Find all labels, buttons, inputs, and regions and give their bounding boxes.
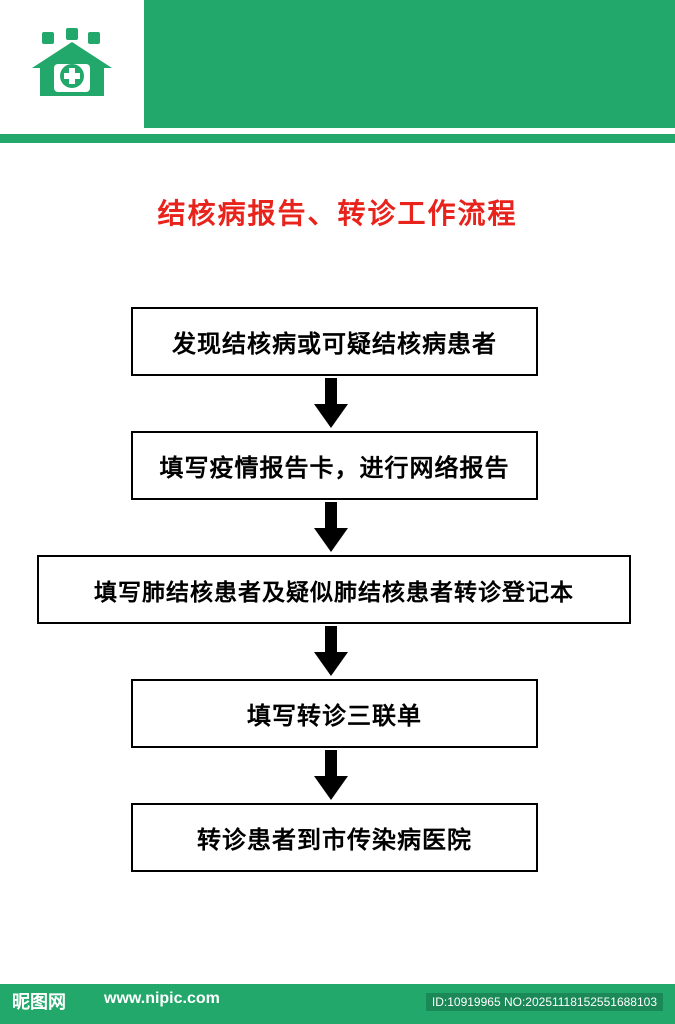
- step-box-3: 填写肺结核患者及疑似肺结核患者转诊登记本: [37, 555, 631, 624]
- step-box-2: 填写疫情报告卡，进行网络报告: [131, 431, 538, 500]
- header-green-stripe: [0, 134, 675, 143]
- page-title: 结核病报告、转诊工作流程: [157, 197, 518, 230]
- header-green-band: [144, 0, 675, 128]
- step-box-5: 转诊患者到市传染病医院: [131, 803, 538, 872]
- footer-watermark-bar: 昵图网 www.nipic.com ID:10919965 NO:2025111…: [0, 984, 675, 1024]
- down-arrow-icon: [314, 502, 348, 552]
- footer-image-id: ID:10919965 NO:20251118152551688103: [425, 993, 663, 1011]
- step-box-4: 填写转诊三联单: [131, 679, 538, 748]
- house-medical-cross-icon: [32, 28, 112, 96]
- down-arrow-icon: [314, 626, 348, 676]
- footer-brand: 昵图网: [12, 992, 66, 1012]
- footer-site-link[interactable]: www.nipic.com: [104, 990, 220, 1007]
- step-box-1: 发现结核病或可疑结核病患者: [131, 307, 538, 376]
- down-arrow-icon: [314, 378, 348, 428]
- down-arrow-icon: [314, 750, 348, 800]
